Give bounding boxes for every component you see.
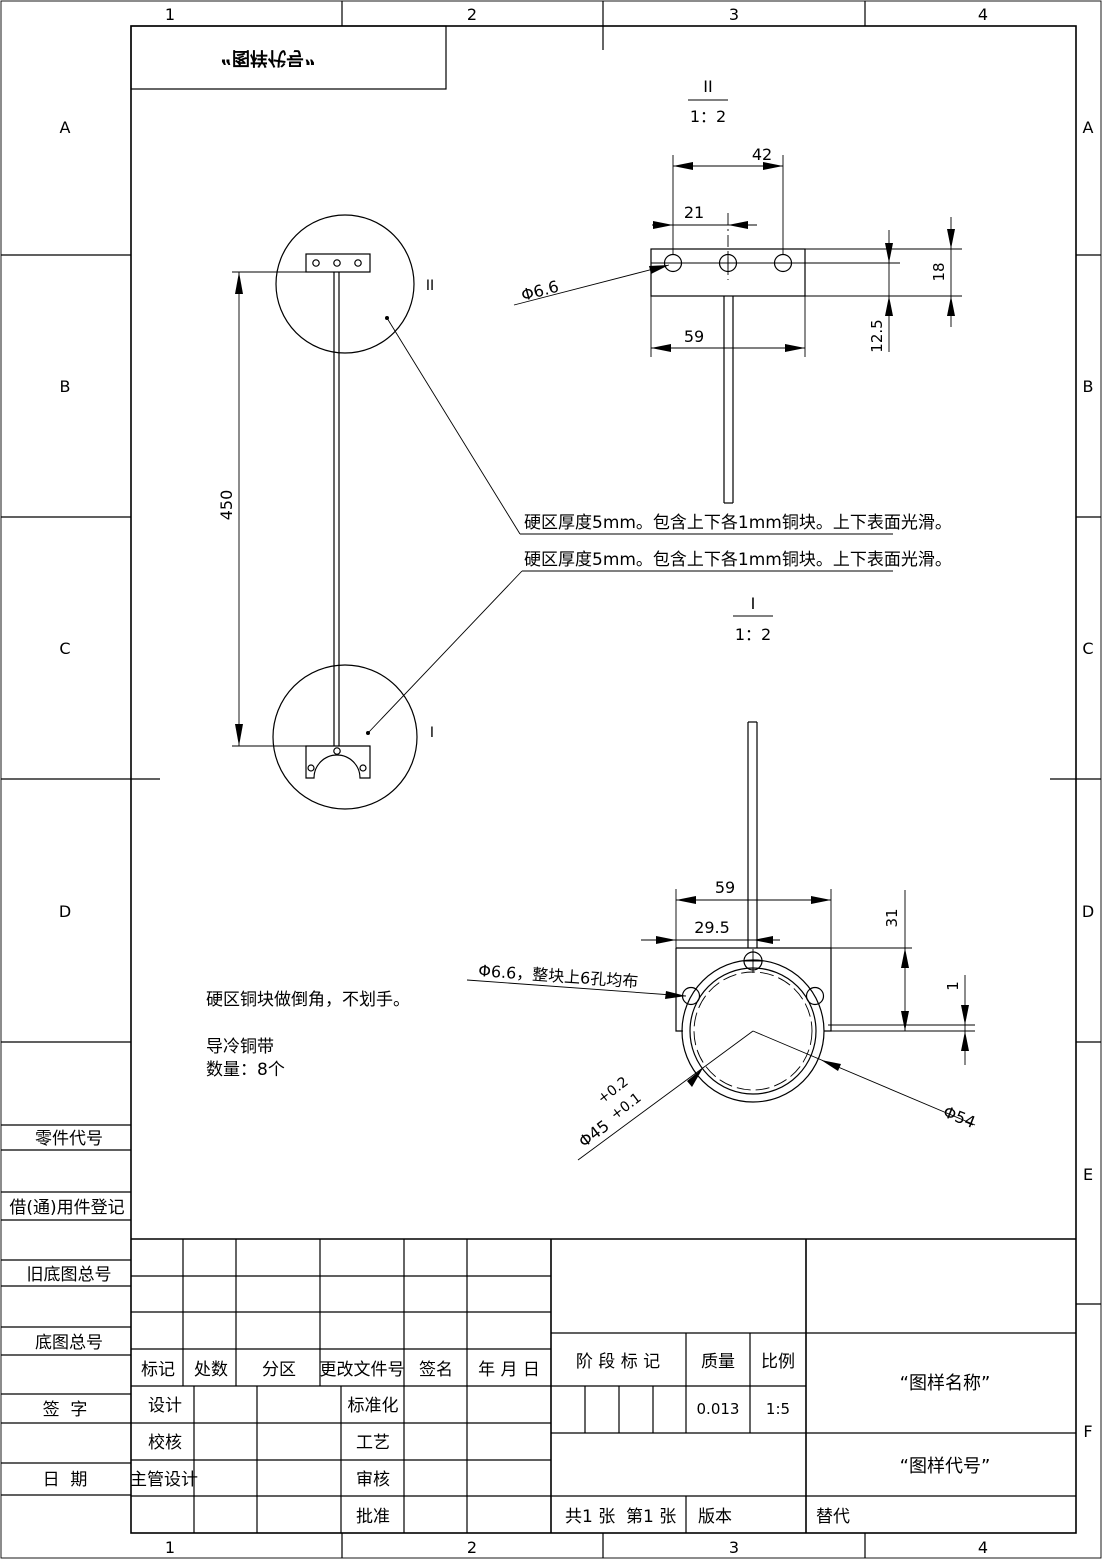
- tb-change-doc-header: 更改文件号: [320, 1360, 405, 1380]
- note-chamfer: 硬区铜块做倒角，不划手。: [206, 990, 410, 1010]
- row-label-f-right: F: [1083, 1422, 1092, 1441]
- dim-29-5: 29.5: [694, 918, 730, 937]
- marker-ii-main: II: [426, 278, 434, 294]
- note-strap-name: 导冷铜带: [206, 1037, 274, 1057]
- tb-standardize-label: 标准化: [348, 1396, 399, 1416]
- tb-stage-mark-label: 阶 段 标 记: [576, 1352, 660, 1372]
- col-label-1-bottom: 1: [165, 1538, 175, 1557]
- tb-scale-value: 1:5: [766, 1400, 790, 1418]
- side-date: 日 期: [43, 1470, 88, 1490]
- tb-zone-header: 分区: [262, 1360, 296, 1380]
- dim-59-i: 59: [715, 878, 735, 897]
- tb-approve-label: 批准: [356, 1507, 390, 1527]
- col-label-4-bottom: 4: [978, 1538, 988, 1557]
- tb-replace-label: 替代: [816, 1507, 850, 1527]
- tb-mass-label: 质量: [701, 1352, 735, 1372]
- row-label-b-right: B: [1083, 377, 1094, 396]
- dim-21: 21: [684, 203, 704, 222]
- tb-count-header: 处数: [194, 1360, 228, 1380]
- detail-ii-marker: II: [703, 77, 712, 96]
- note-leader-2: 硬区厚度5mm。包含上下各1mm铜块。上下表面光滑。: [524, 550, 952, 570]
- dim-12-5: 12.5: [868, 319, 886, 352]
- tb-mark-header: 标记: [141, 1360, 175, 1380]
- detail-ii-view: II 1：2 42 21 59: [513, 77, 962, 504]
- row-label-d-right: D: [1082, 902, 1094, 921]
- tb-chief-design-label: 主管设计: [130, 1470, 198, 1490]
- side-part-code: 零件代号: [35, 1129, 103, 1149]
- general-notes: 硬区铜块做倒角，不划手。 导冷铜带 数量：8个: [206, 990, 410, 1080]
- tb-scale-label: 比例: [761, 1352, 795, 1372]
- col-label-1-top: 1: [165, 5, 175, 24]
- row-label-b-left: B: [60, 377, 71, 396]
- tb-drawing-code: “图样代号”: [900, 1456, 991, 1477]
- col-label-3-bottom: 3: [729, 1538, 739, 1557]
- tb-review-label: 审核: [356, 1470, 390, 1490]
- row-label-e-right: E: [1083, 1165, 1093, 1184]
- tb-drawing-name: “图样名称”: [900, 1373, 991, 1394]
- dim-450: 450: [217, 490, 236, 521]
- row-label-a-left: A: [60, 118, 71, 137]
- marker-i-main: I: [430, 725, 434, 741]
- zone-labels: 1 2 3 4 1 2 3 4 A B C D A B C D E F: [59, 5, 1094, 1557]
- col-label-2-top: 2: [467, 5, 477, 24]
- tb-check-label: 校核: [148, 1433, 182, 1453]
- outer-dia-i: Φ54: [941, 1102, 979, 1132]
- detail-ii-scale: 1：2: [690, 107, 726, 126]
- side-borrowed-reg: 借(通)用件登记: [9, 1198, 124, 1218]
- tb-sign-header: 签名: [419, 1360, 453, 1380]
- dim-18: 18: [930, 262, 948, 281]
- tb-date-header: 年 月 日: [478, 1360, 540, 1380]
- detail-i-scale: 1：2: [735, 625, 771, 644]
- tb-mass-value: 0.013: [697, 1400, 740, 1418]
- note-quantity: 数量：8个: [206, 1060, 285, 1080]
- inner-dia-i: Φ45: [575, 1116, 613, 1151]
- col-label-2-bottom: 2: [467, 1538, 477, 1557]
- main-view: 450 II I 硬区厚度5mm。包含上下各1mm铜块。上下表面光滑。 硬区厚度…: [217, 214, 952, 810]
- side-panel: 零件代号 借(通)用件登记 旧底图总号 底图总号 签 字 日 期: [1, 1124, 131, 1496]
- tb-sheets-label: 共1 张 第1 张: [565, 1507, 676, 1527]
- detail-i-view: I 1：2 59 29.5: [466, 594, 979, 1161]
- row-label-c-left: C: [59, 639, 70, 658]
- tb-process-label: 工艺: [356, 1433, 390, 1453]
- title-block: 标记 处数 分区 更改文件号 签名 年 月 日 设计 校核 主管设计 标准化 工…: [130, 1238, 1076, 1533]
- col-label-4-top: 4: [978, 5, 988, 24]
- dim-59-ii: 59: [684, 327, 704, 346]
- row-label-d-left: D: [59, 902, 71, 921]
- side-base-no: 底图总号: [35, 1333, 103, 1353]
- mirrored-code-box: “图样代号”: [130, 25, 447, 90]
- hole-dia-ii: Φ6.6: [519, 277, 561, 305]
- tb-design-label: 设计: [148, 1396, 182, 1416]
- mirrored-code-text: “图样代号”: [220, 47, 316, 69]
- side-signature: 签 字: [43, 1400, 88, 1420]
- dim-31: 31: [883, 908, 901, 927]
- side-old-base-no: 旧底图总号: [27, 1265, 112, 1285]
- tb-version-label: 版本: [698, 1507, 732, 1527]
- row-label-c-right: C: [1082, 639, 1093, 658]
- dim-42: 42: [752, 145, 772, 164]
- dim-1: 1: [944, 981, 962, 991]
- row-label-a-right: A: [1083, 118, 1094, 137]
- col-label-3-top: 3: [729, 5, 739, 24]
- detail-i-marker: I: [751, 594, 756, 613]
- note-leader-1: 硬区厚度5mm。包含上下各1mm铜块。上下表面光滑。: [524, 513, 952, 533]
